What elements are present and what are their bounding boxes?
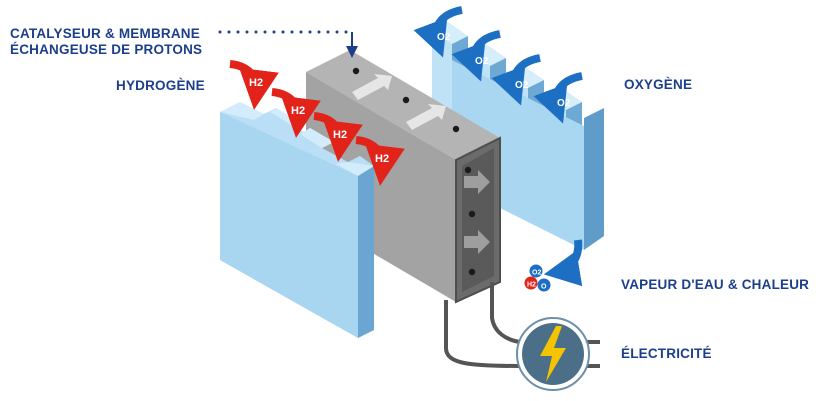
svg-text:O: O (541, 284, 547, 291)
hydrogen-arrow-icon (271, 88, 321, 138)
hydrogen-arrow-icon (229, 60, 279, 110)
flow-arrow-icon (464, 230, 490, 254)
flow-arrow-icon (464, 170, 490, 194)
h2-tag: H2 (249, 77, 263, 89)
catalyst-dot (468, 210, 476, 218)
catalyst-dot (452, 125, 460, 133)
h2-tag: H2 (333, 129, 347, 141)
oxygen-arrow-icon (413, 6, 463, 58)
catalyst-label-line1: CATALYSEUR & MEMBRANE (10, 26, 200, 41)
o2-tag: O2 (437, 32, 451, 43)
o2-tag: O2 (475, 56, 489, 67)
oxygen-arrow-icon (451, 30, 501, 82)
catalyst-label-line2: ÉCHANGEUSE DE PROTONS (10, 42, 203, 57)
h2-tag: H2 (375, 153, 389, 165)
catalyst-dot (464, 166, 472, 174)
svg-text:H2: H2 (527, 282, 536, 289)
h2-tag: H2 (291, 105, 305, 117)
water-heat-label: VAPEUR D'EAU & CHALEUR (621, 277, 810, 292)
hydrogen-arrow-icon (313, 112, 363, 162)
oxygen-arrow-icon (491, 54, 541, 106)
hydrogen-arrow-icon (355, 136, 405, 186)
lightning-icon (540, 326, 566, 382)
catalyst-dot (468, 268, 476, 276)
oxygen-label: OXYGÈNE (624, 77, 693, 92)
svg-text:O2: O2 (532, 270, 541, 277)
o2-tag: O2 (557, 98, 571, 109)
cathode-body (452, 60, 604, 250)
flow-arrow-icon (352, 74, 392, 100)
oxygen-arrow-icon (533, 72, 583, 124)
flow-arrow-icon (406, 104, 446, 130)
water-molecule-icon: O2 H2 O (524, 264, 551, 292)
electric-circuit (444, 282, 600, 391)
catalyst-dot (352, 67, 360, 75)
catalyst-pointer (218, 30, 358, 58)
anode-plate (220, 102, 374, 338)
catalyst-dot (402, 96, 410, 104)
hydrogen-label: HYDROGÈNE (116, 78, 205, 93)
hydrogen-arrows: H2 H2 H2 H2 (229, 60, 405, 186)
oxygen-arrows: O2 O2 O2 O2 (413, 6, 583, 287)
oxygen-arrow-icon (543, 239, 583, 287)
o2-tag: O2 (515, 80, 529, 91)
electricity-label: ÉLECTRICITÉ (621, 346, 712, 361)
